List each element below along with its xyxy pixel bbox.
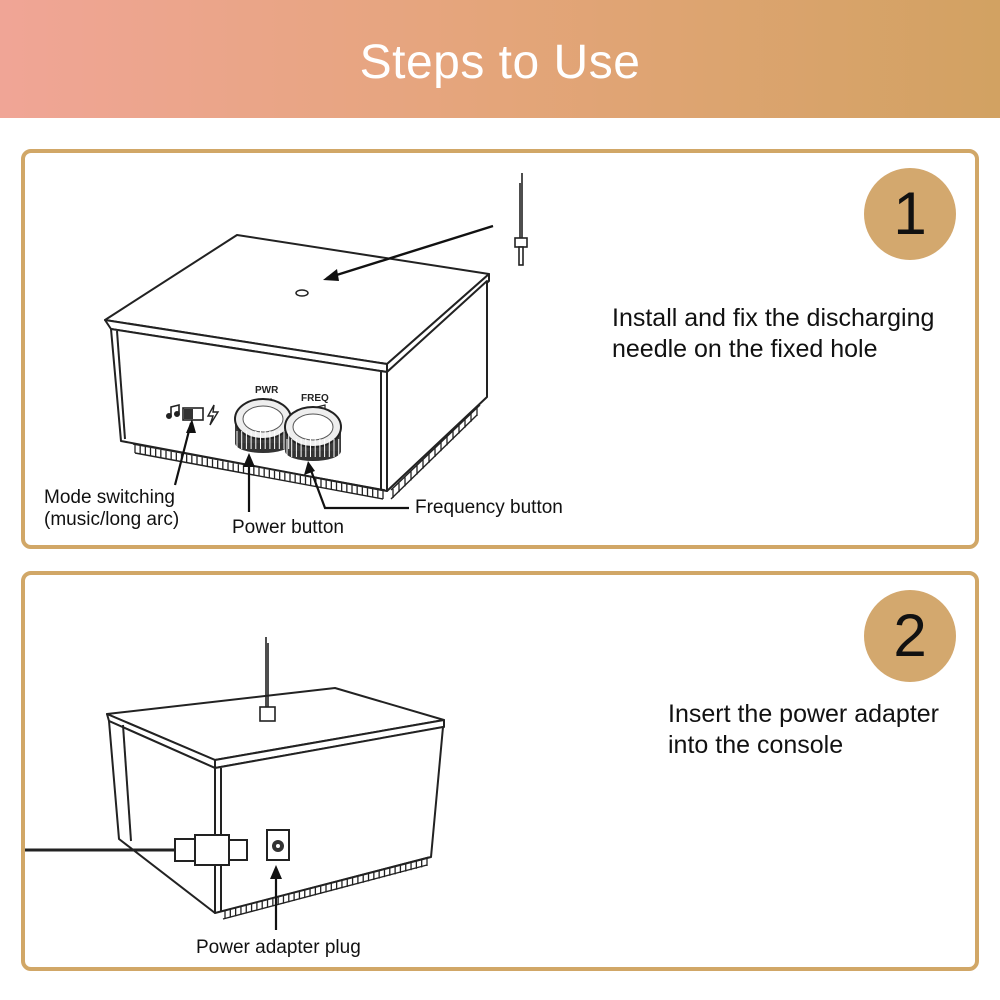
dc-power-jack[interactable]	[266, 829, 290, 861]
device-front-illustration: PWR FREQ	[104, 173, 528, 512]
header-banner: Steps to Use	[0, 0, 1000, 118]
step-1-panel: PWR FREQ 1 Install and fix the di	[21, 149, 979, 549]
step-instruction: Insert the power adapter into the consol…	[668, 700, 939, 759]
knob-label-freq: FREQ	[301, 393, 329, 404]
step-number: 2	[893, 602, 927, 669]
mode-switching-label: Mode switching	[44, 487, 175, 508]
discharging-needle	[514, 173, 528, 266]
knob-label-pwr: PWR	[255, 385, 279, 396]
step-number: 1	[893, 180, 927, 247]
step-number-badge: 2	[864, 590, 956, 682]
music-note-icon	[166, 403, 181, 419]
power-adapter-connector[interactable]	[25, 834, 248, 866]
power-adapter-plug-label: Power adapter plug	[196, 937, 361, 958]
power-knob[interactable]	[234, 398, 292, 453]
frequency-knob[interactable]	[284, 406, 342, 461]
fixed-hole	[295, 289, 309, 297]
step-number-badge: 1	[864, 168, 956, 260]
toggle-switch-icon[interactable]	[182, 407, 204, 421]
step-instruction: Install and fix the discharging needle o…	[612, 304, 935, 363]
power-button-label: Power button	[232, 517, 344, 538]
page-title: Steps to Use	[359, 35, 641, 89]
discharging-needle	[259, 637, 276, 722]
frequency-button-label: Frequency button	[415, 497, 563, 518]
lightning-icon	[206, 404, 220, 426]
device-back-illustration	[25, 637, 445, 930]
step-2-panel: 2 Insert the power adapter into the cons…	[21, 571, 979, 971]
mode-switching-detail-label: (music/long arc)	[44, 509, 180, 530]
